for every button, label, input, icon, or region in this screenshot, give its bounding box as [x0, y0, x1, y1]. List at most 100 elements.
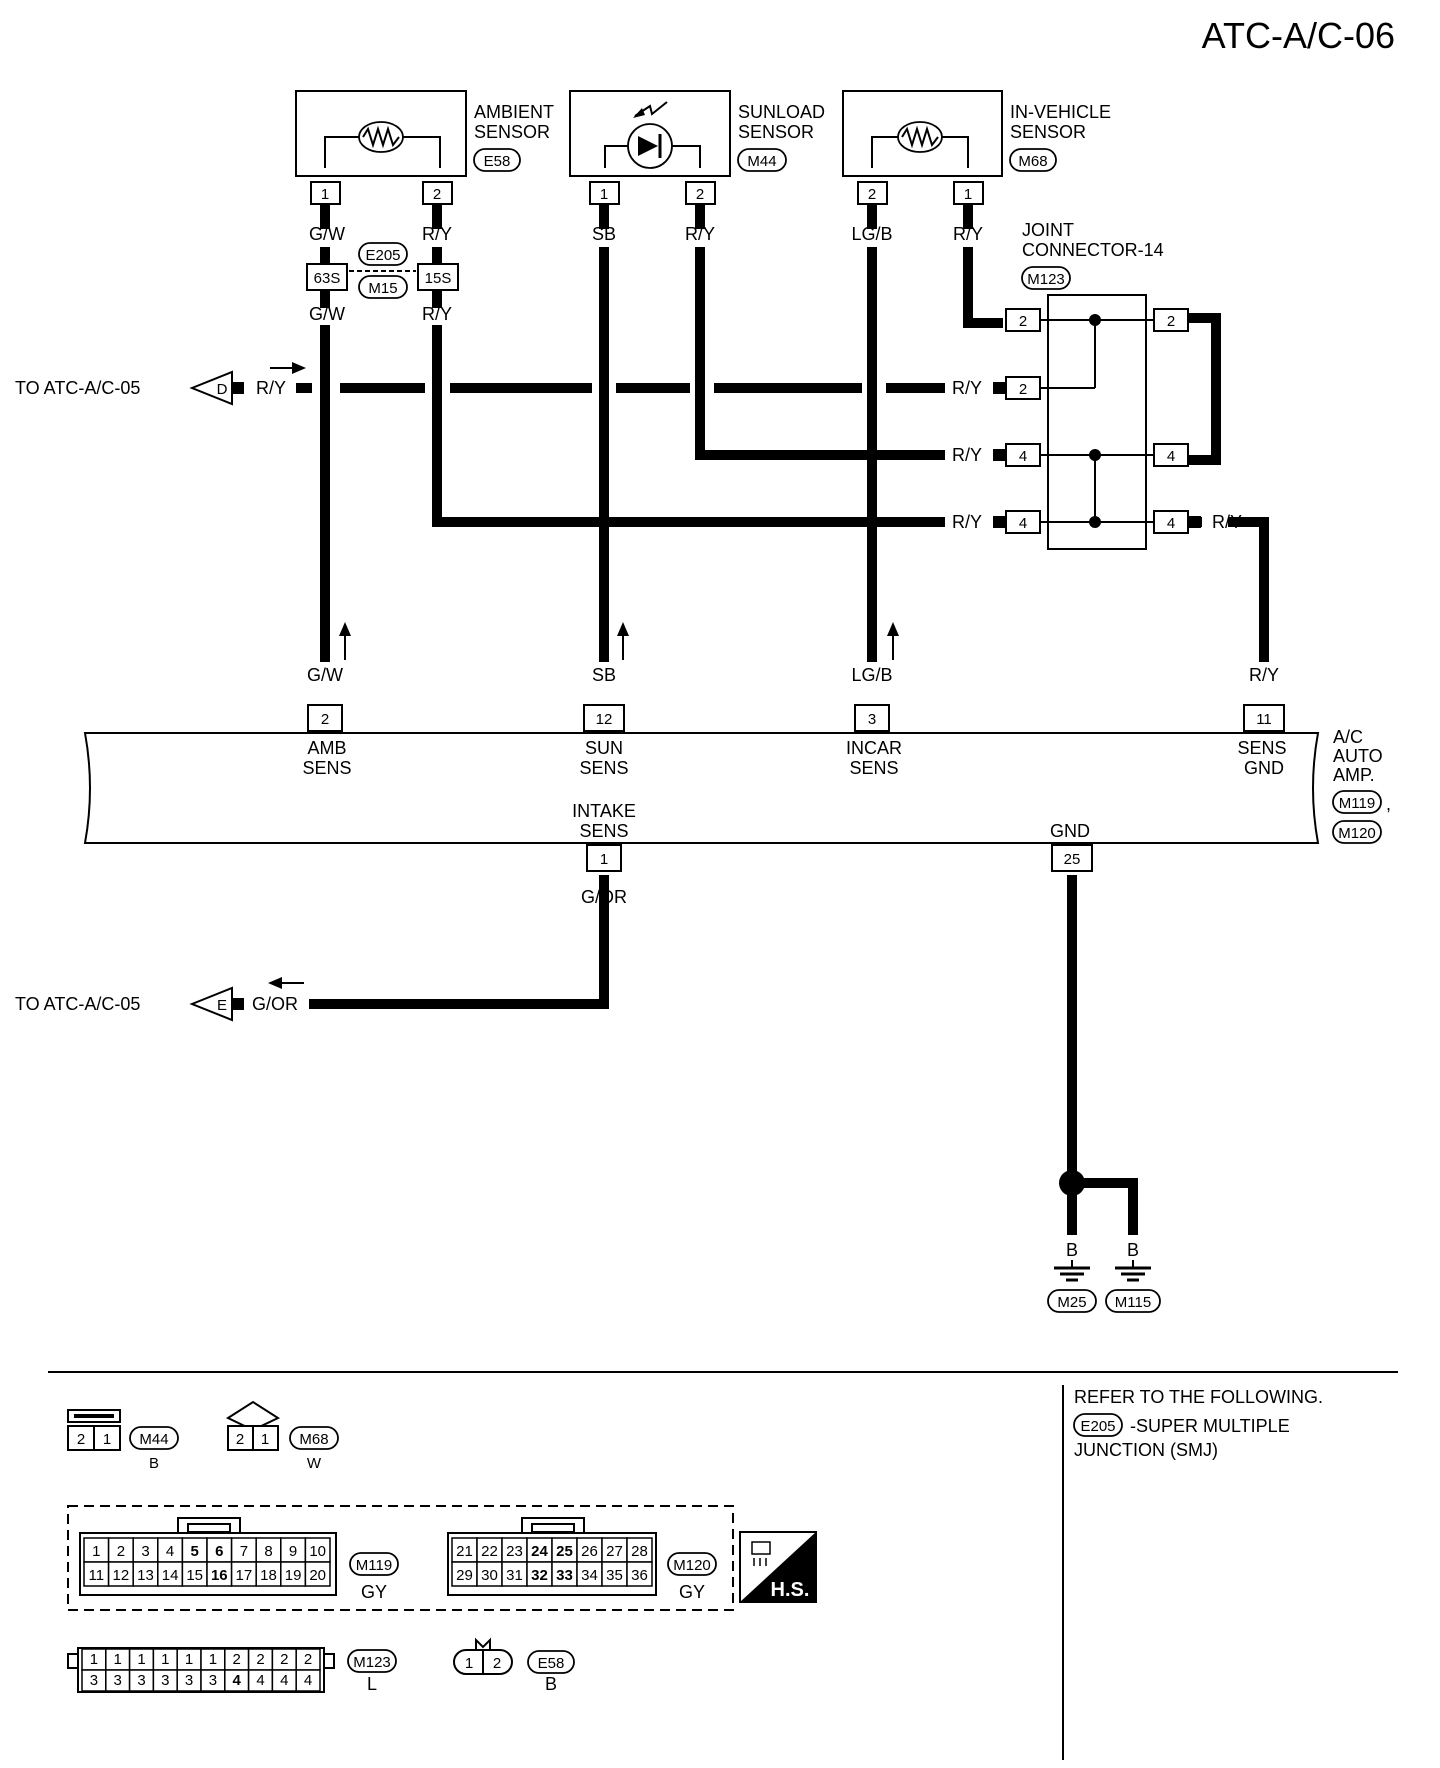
connector-pin: 26 [581, 1543, 598, 1560]
connector-id: M120 [673, 1557, 711, 1574]
amp-name-3: AMP. [1333, 765, 1375, 785]
arrow-left-icon [268, 977, 282, 989]
connector-pin: 19 [285, 1567, 302, 1584]
amp-pin: 2 [321, 711, 329, 728]
connector-pin: 9 [289, 1543, 297, 1560]
wire-color-label: R/Y [685, 224, 715, 244]
wire-color-label: G/OR [581, 887, 627, 907]
connector-id: M119 [356, 1557, 392, 1574]
wires [296, 204, 1269, 1235]
amp-pin: 11 [1256, 711, 1272, 728]
pin-label: 1 [600, 186, 608, 203]
wire-color-label: R/Y [422, 224, 452, 244]
ac-auto-amp: G/W 2 AMB SENS SB 12 SUN SENS LG/B 3 INC… [83, 665, 1391, 907]
connector-pin: 1 [185, 1651, 193, 1668]
wire-color-label: B [1066, 1240, 1078, 1260]
connector-icon [751, 1541, 771, 1555]
amp-terminal-label: INCAR [846, 738, 902, 758]
wire-color-label: G/OR [252, 994, 298, 1014]
off-page-connector-e: TO ATC-A/C-05 E G/OR [15, 986, 298, 1022]
amp-name-2: AUTO [1333, 746, 1383, 766]
connector-pin: 1 [161, 1651, 169, 1668]
connector-pin: 18 [260, 1567, 277, 1584]
wire-color-label: R/Y [952, 512, 982, 532]
ambient-sensor-connector: E58 [484, 153, 511, 170]
amp-comma: , [1386, 794, 1391, 814]
connector-cell [280, 1561, 307, 1587]
connector-pin: 3 [185, 1672, 193, 1689]
connector-color: GY [361, 1582, 387, 1602]
connector-pin: 1 [261, 1431, 269, 1448]
pin-label: 2 [868, 186, 876, 203]
connector-color: W [307, 1455, 322, 1472]
connector-pin: 4 [256, 1672, 264, 1689]
connector-pin: 2 [493, 1655, 501, 1672]
connector-pin: 3 [161, 1672, 169, 1689]
ambient-sensor-name-2: SENSOR [474, 122, 550, 142]
connector-cell [107, 1561, 134, 1587]
refer-line-1: REFER TO THE FOLLOWING. [1074, 1387, 1323, 1407]
connector-pin: 4 [166, 1543, 174, 1560]
wire-color-label: G/W [307, 665, 343, 685]
connector-cell [501, 1561, 528, 1587]
refer-note: REFER TO THE FOLLOWING. E205 -SUPER MULT… [1073, 1387, 1323, 1460]
joint-pin: 2 [1167, 313, 1175, 330]
connector-pin: 32 [531, 1567, 548, 1584]
connector-pin: 34 [581, 1567, 598, 1584]
amp-pin: 25 [1064, 851, 1081, 868]
connector-pin: 7 [240, 1543, 248, 1560]
connector-pin: 36 [631, 1567, 648, 1584]
refer-line-3: JUNCTION (SMJ) [1074, 1440, 1218, 1460]
sensor-wire-labels: G/W R/Y SB R/Y LG/B R/Y [309, 224, 983, 244]
connector-cell [107, 1537, 134, 1563]
pin-label: 1 [321, 186, 329, 203]
hs-badge: H.S. [739, 1531, 817, 1603]
arrow-up-icon [339, 622, 351, 636]
connector-pin: 17 [236, 1567, 253, 1584]
joint-pin: 4 [1167, 515, 1175, 532]
connector-pin: 2 [256, 1651, 264, 1668]
connector-cell [132, 1561, 159, 1587]
connector-pin: 14 [162, 1567, 179, 1584]
connector-cell [551, 1561, 578, 1587]
wire-color-label: LG/B [851, 224, 892, 244]
connector-cell [206, 1561, 233, 1587]
connector-cell [83, 1537, 110, 1563]
amp-name-1: A/C [1333, 727, 1363, 747]
arrow-up-icon [887, 622, 899, 636]
connector-pin: 22 [481, 1543, 498, 1560]
amp-terminal-label: INTAKE [572, 801, 636, 821]
connector-pin: 1 [137, 1651, 145, 1668]
connector-pin: 3 [209, 1672, 217, 1689]
wire-color-label: R/Y [1249, 665, 1279, 685]
connector-pin: 31 [506, 1567, 523, 1584]
connector-pin: 1 [209, 1651, 217, 1668]
connector-id: M44 [139, 1431, 168, 1448]
connector-pin: 13 [137, 1567, 154, 1584]
ground-connector: M25 [1057, 1294, 1086, 1311]
connector-cell [230, 1561, 257, 1587]
joint-connector-name-2: CONNECTOR-14 [1022, 240, 1164, 260]
smj-connector-bottom: M15 [368, 280, 397, 297]
wire-color-label: LG/B [851, 665, 892, 685]
connector-cell [476, 1561, 503, 1587]
wire-color-label: B [1066, 887, 1078, 907]
wire-color-label: R/Y [1212, 512, 1242, 532]
connector-color: B [149, 1455, 159, 1472]
connector-pin: 8 [264, 1543, 272, 1560]
ground-m115: B M115 [1105, 1240, 1161, 1313]
connector-pin: 1 [114, 1651, 122, 1668]
joint-pin: 4 [1167, 448, 1175, 465]
smj-connector: 63S 15S E205 M15 G/W R/Y [306, 242, 459, 324]
connector-cell [304, 1537, 331, 1563]
sunload-sensor-name-1: SUNLOAD [738, 102, 825, 122]
connector-pin: 20 [309, 1567, 326, 1584]
connector-pin: 29 [456, 1567, 473, 1584]
connector-pin: 2 [117, 1543, 125, 1560]
joint-connector: JOINT CONNECTOR-14 M123 2 2 4 4 2 4 4 [993, 220, 1201, 550]
amp-terminal-label: AMB [307, 738, 346, 758]
sunload-sensor: SUNLOAD SENSOR M44 [569, 90, 825, 177]
row-wire-labels: R/Y R/Y R/Y R/Y [952, 378, 1242, 532]
